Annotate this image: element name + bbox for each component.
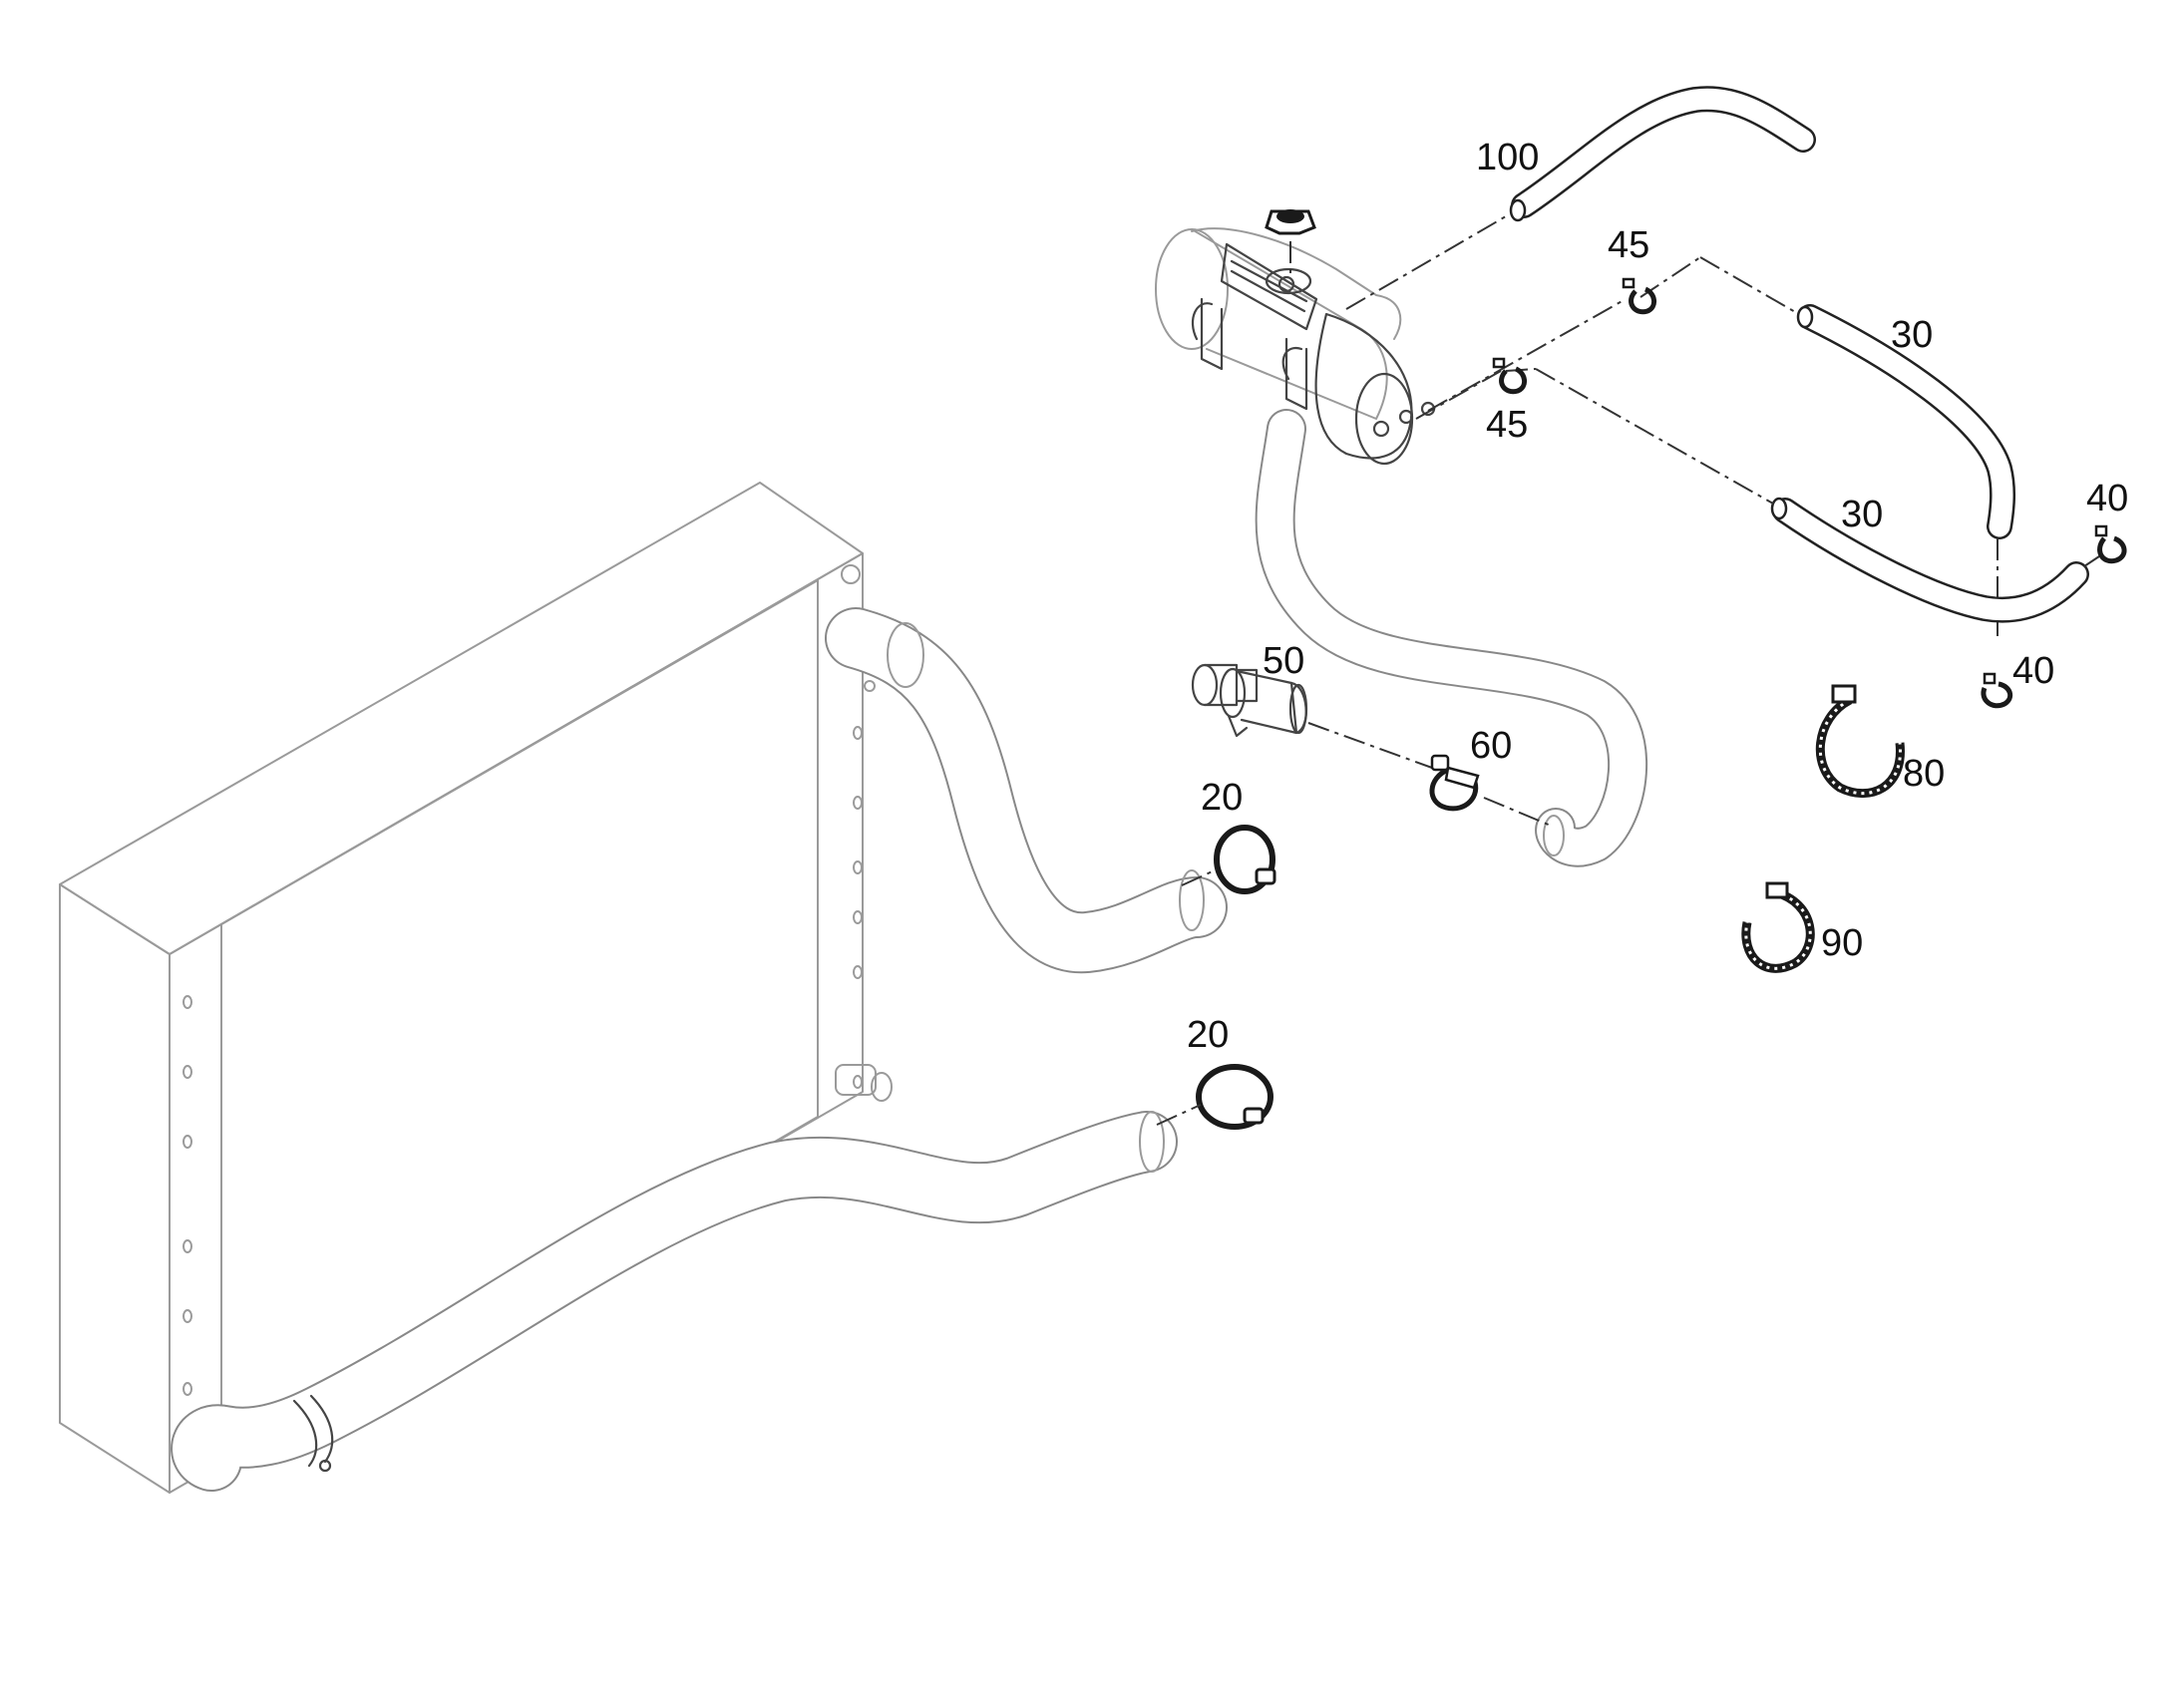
hose-30-upper: [1639, 256, 2015, 638]
upper-radiator-hose: [825, 607, 1228, 974]
part-label-20-lower: 20: [1187, 1014, 1229, 1056]
part-label-100: 100: [1476, 137, 1539, 178]
part-label-30-lower: 30: [1841, 494, 1883, 535]
lower-radiator-hose: [171, 1111, 1178, 1492]
spring-clip-icon: [2094, 524, 2127, 564]
part-label-40-lower: 40: [2012, 650, 2054, 692]
spring-clip-icon: [1492, 357, 1527, 395]
hose-clamp-icon: [1181, 825, 1276, 894]
part-label-45-lower: 45: [1486, 404, 1528, 446]
hose-100: [1345, 86, 1816, 310]
hose-clamp-icon: [1156, 1064, 1273, 1130]
expansion-tank-icon: [1155, 227, 1648, 867]
spring-clip-icon: [1981, 672, 2013, 709]
part-label-45-upper: 45: [1608, 224, 1649, 266]
temperature-sensor-icon: [1191, 663, 1552, 827]
part-label-30-upper: 30: [1891, 314, 1933, 356]
part-label-90: 90: [1821, 922, 1863, 964]
part-label-50: 50: [1263, 640, 1304, 682]
part-label-60: 60: [1470, 725, 1512, 767]
cable-tie-icon: [1741, 881, 1815, 973]
part-label-20-upper: 20: [1201, 777, 1243, 819]
spring-clip-icon: [1622, 277, 1656, 315]
hose-clamp-icon: [1429, 754, 1480, 812]
part-label-40-upper: 40: [2086, 478, 2128, 519]
cable-tie-icon: [1815, 684, 1905, 799]
filler-cap-icon: [1265, 209, 1316, 274]
hose-30-lower: [1535, 368, 2103, 623]
part-label-80: 80: [1903, 753, 1945, 795]
